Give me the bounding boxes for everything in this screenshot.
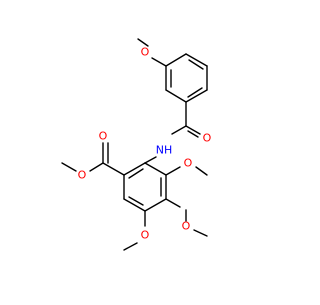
trimethoxybenzoate-ring: [123, 162, 167, 212]
bond: [89, 162, 104, 172]
bond: [185, 53, 208, 67]
bond: [195, 166, 208, 176]
oxygen-atom-label: O: [184, 157, 193, 170]
molecule-diagram: O O NH O O O O O: [61, 38, 212, 251]
oxygen-atom-label: O: [78, 169, 87, 182]
oxygen-atom-label: O: [141, 46, 150, 59]
bond: [151, 57, 167, 67]
double-bond-inner: [128, 168, 144, 179]
oxygen-atom-label: O: [182, 220, 191, 233]
oxygen-atom-label: O: [99, 130, 108, 143]
bond: [187, 130, 199, 138]
bond: [61, 162, 77, 172]
methoxyphenyl-ring: [165, 53, 208, 103]
bond: [144, 198, 167, 212]
bond: [165, 166, 181, 176]
double-bond-inner: [187, 87, 203, 98]
bond: [185, 89, 208, 103]
double-bond-inner: [128, 196, 144, 206]
oxygen-atom-label: O: [141, 229, 150, 242]
bond: [193, 229, 208, 237]
bond: [165, 198, 181, 208]
structure-canvas: O O NH O O O O O: [61, 38, 212, 251]
bond: [144, 156, 157, 164]
bond: [144, 162, 167, 176]
bond: [165, 53, 187, 67]
bond: [123, 198, 146, 212]
bond: [102, 162, 125, 176]
bond: [165, 89, 187, 103]
bond: [185, 125, 201, 135]
bond: [137, 38, 149, 47]
bond: [123, 242, 138, 251]
oxygen-atom-label: O: [203, 132, 212, 145]
bond: [171, 125, 187, 135]
bond: [123, 162, 146, 176]
double-bond-inner: [188, 59, 204, 70]
nitrogen-atom-label: NH: [156, 144, 173, 157]
